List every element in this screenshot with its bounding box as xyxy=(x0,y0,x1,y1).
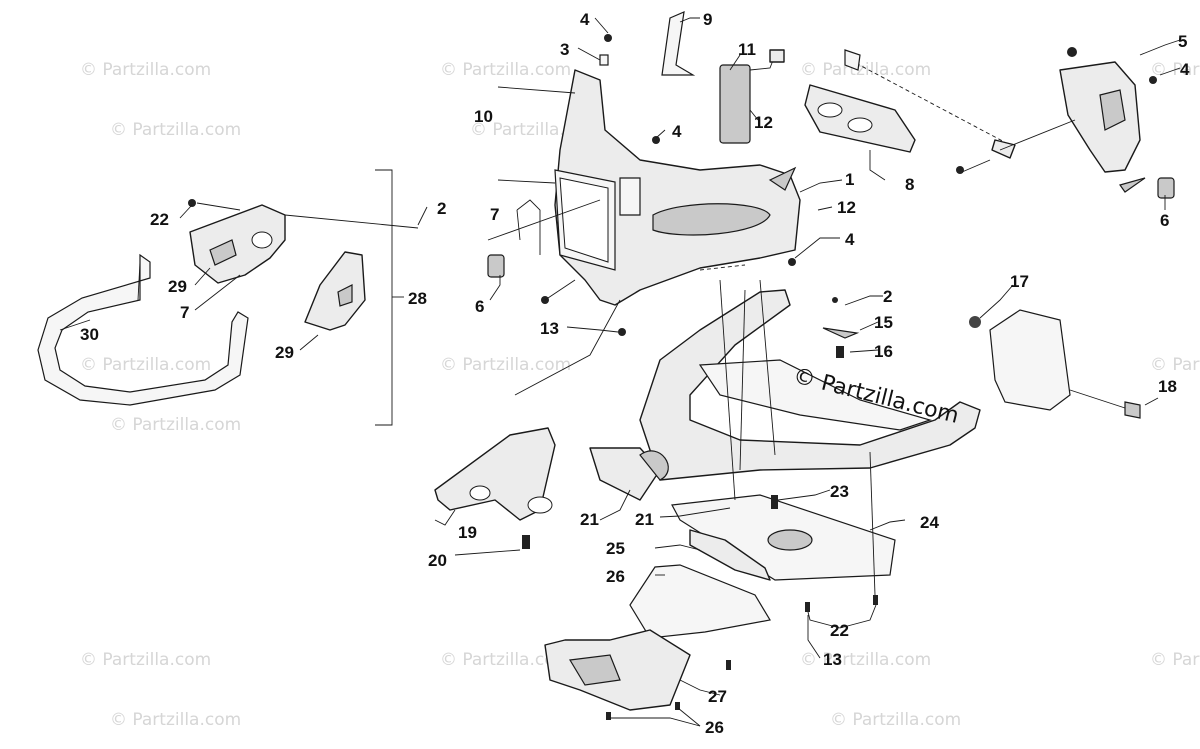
callout-21: 22 xyxy=(830,621,849,640)
callout-1: 1 xyxy=(845,170,854,189)
callout-13: 13 xyxy=(540,319,559,338)
watermark: © Partzilla.com xyxy=(1150,355,1200,375)
electrical-module xyxy=(719,49,785,144)
watermark: © Partzilla.com xyxy=(800,60,931,80)
watermark: © Partzilla.com xyxy=(1150,650,1200,670)
callout-12: 12 xyxy=(754,113,773,132)
callout-9: 9 xyxy=(703,10,712,29)
callout-17: 18 xyxy=(1158,377,1177,396)
callout-22: 22 xyxy=(150,210,169,229)
callout-4: 4 xyxy=(1180,60,1190,79)
callout-22: 23 xyxy=(830,482,849,501)
callout-6: 6 xyxy=(1160,211,1169,230)
callout-14: 15 xyxy=(874,313,893,332)
callout-5: 5 xyxy=(1178,32,1187,51)
watermark: © Partzilla.com xyxy=(110,710,241,730)
watermark: © Partzilla.com xyxy=(80,60,211,80)
cover-panel xyxy=(629,564,771,639)
steering-bracket xyxy=(844,49,1141,173)
support-plate xyxy=(689,529,771,581)
callout-10: 10 xyxy=(474,107,493,126)
watermark: © Partzilla.com xyxy=(110,120,241,140)
callout-25: 26 xyxy=(606,567,625,586)
callout-20: 21 xyxy=(580,510,599,529)
callout-4: 4 xyxy=(672,122,682,141)
leader-lines xyxy=(59,17,1181,727)
watermark: © Partzilla.com xyxy=(110,415,241,435)
mirror xyxy=(661,11,696,76)
callout-7: 7 xyxy=(490,205,499,224)
callout-4: 4 xyxy=(845,230,855,249)
callout-18: 19 xyxy=(458,523,477,542)
callout-11: 11 xyxy=(738,40,756,59)
watermark: © Partzilla.com xyxy=(440,650,571,670)
callout-12: 12 xyxy=(837,198,856,217)
bumper-bracket-right xyxy=(304,251,366,331)
callout-23: 24 xyxy=(920,513,939,532)
callout-2: 2 xyxy=(883,287,892,306)
callout-2: 2 xyxy=(437,199,446,218)
callout-16: 17 xyxy=(1010,272,1029,291)
callout-29: 29 xyxy=(275,343,294,362)
callout-7: 7 xyxy=(180,303,189,322)
front-spindle xyxy=(434,427,556,521)
watermark: © Partzilla.com xyxy=(80,650,211,670)
lower-frame xyxy=(589,289,981,501)
callout-29: 29 xyxy=(168,277,187,296)
callout-labels: 4 3 9 11 10 12 4 8 1 12 4 7 6 13 5 4 6 1… xyxy=(80,10,1190,737)
watermark: © Partzilla.com xyxy=(80,355,211,375)
callout-24: 25 xyxy=(606,539,625,558)
group-bracket-28 xyxy=(375,169,404,426)
callout-3: 3 xyxy=(560,40,569,59)
skid-plate xyxy=(671,494,896,581)
callout-8: 8 xyxy=(905,175,914,194)
bumper-bracket-left xyxy=(188,199,286,284)
watermark: © Partzilla.com xyxy=(440,60,571,80)
callout-27: 27 xyxy=(708,687,727,706)
callout-28: 28 xyxy=(408,289,427,308)
callout-4: 4 xyxy=(580,10,590,29)
rear-mount-bracket xyxy=(969,309,1141,419)
callout-15: 16 xyxy=(874,342,893,361)
bumper-bar xyxy=(37,253,249,406)
lower-skid xyxy=(544,629,691,711)
callout-21: 21 xyxy=(635,510,654,529)
callout-13: 13 xyxy=(823,650,842,669)
watermark: © Partzilla.com xyxy=(830,710,961,730)
front-bulkhead xyxy=(554,69,801,306)
callout-19: 20 xyxy=(428,551,447,570)
callout-30: 30 xyxy=(80,325,99,344)
watermark-layer: © Partzilla.com © Partzilla.com © Partzi… xyxy=(80,60,1200,730)
callout-26: 26 xyxy=(705,718,724,737)
watermark: © Partzilla.com xyxy=(800,650,931,670)
watermark: © Partzilla.com xyxy=(440,355,571,375)
mounting-plate xyxy=(804,84,916,153)
hardware xyxy=(487,34,1175,720)
callout-6: 6 xyxy=(475,297,484,316)
